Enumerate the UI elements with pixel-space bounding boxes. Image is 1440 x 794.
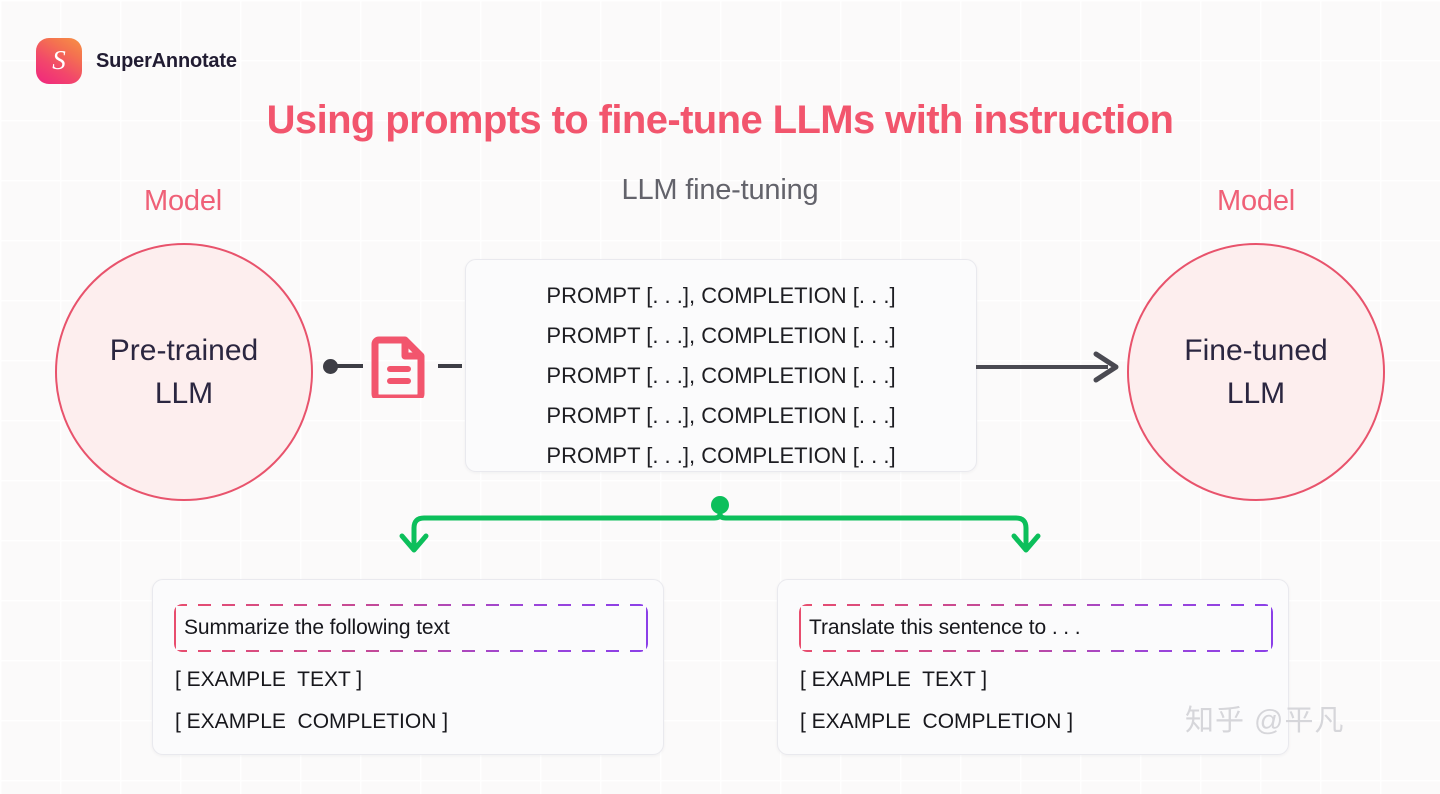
logo-s-glyph: S — [52, 44, 66, 75]
dataset-row: PROMPT [. . .], COMPLETION [. . .] — [546, 443, 896, 468]
dataset-panel: PROMPT [. . .], COMPLETION [. . .] PROMP… — [465, 259, 977, 472]
prompt-dashed-box — [174, 604, 648, 652]
watermark: 知乎 @平凡 — [1185, 705, 1345, 737]
example-completion-line: [ EXAMPLE COMPLETION ] — [800, 710, 1074, 733]
brand-header: S SuperAnnotate — [36, 38, 237, 84]
branch-connector — [390, 492, 1050, 572]
connector-dash — [438, 364, 462, 368]
pre-trained-llm-label: Pre-trained LLM — [109, 333, 259, 411]
brand-name: SuperAnnotate — [96, 49, 237, 72]
document-icon — [371, 336, 427, 402]
fine-tuned-llm-node: Fine-tuned LLM — [1127, 243, 1385, 501]
example-completion-line: [ EXAMPLE COMPLETION ] — [175, 710, 449, 733]
prompt-instruction-text: Summarize the following text — [184, 616, 450, 639]
branch-origin-dot-icon — [711, 496, 729, 514]
page-title: Using prompts to fine-tune LLMs with ins… — [266, 98, 1174, 142]
example-text-line: [ EXAMPLE TEXT ] — [175, 668, 363, 691]
dataset-row: PROMPT [. . .], COMPLETION [. . .] — [546, 363, 896, 388]
model-caption-left: Model — [144, 185, 222, 217]
connector-dot-icon — [323, 359, 338, 374]
prompt-instruction-text: Translate this sentence to . . . — [809, 616, 1081, 639]
superannotate-logo-icon: S — [36, 38, 82, 84]
example-card: Translate this sentence to . . . [ EXAMP… — [777, 579, 1289, 755]
section-label: LLM fine-tuning — [621, 174, 819, 206]
dataset-row: PROMPT [. . .], COMPLETION [. . .] — [546, 323, 896, 348]
connector-line — [335, 364, 363, 368]
dataset-row: PROMPT [. . .], COMPLETION [. . .] — [546, 403, 896, 428]
fine-tuned-llm-label: Fine-tuned LLM — [1184, 333, 1328, 411]
prompt-dashed-box — [799, 604, 1273, 652]
dataset-row: PROMPT [. . .], COMPLETION [. . .] — [546, 283, 896, 308]
pre-trained-llm-node: Pre-trained LLM — [55, 243, 313, 501]
model-caption-right: Model — [1217, 185, 1295, 217]
fine-tune-arrow-icon — [976, 350, 1122, 384]
example-text-line: [ EXAMPLE TEXT ] — [800, 668, 988, 691]
example-card: Summarize the following text [ EXAMPLE T… — [152, 579, 664, 755]
dataset-connector-left — [323, 336, 463, 402]
